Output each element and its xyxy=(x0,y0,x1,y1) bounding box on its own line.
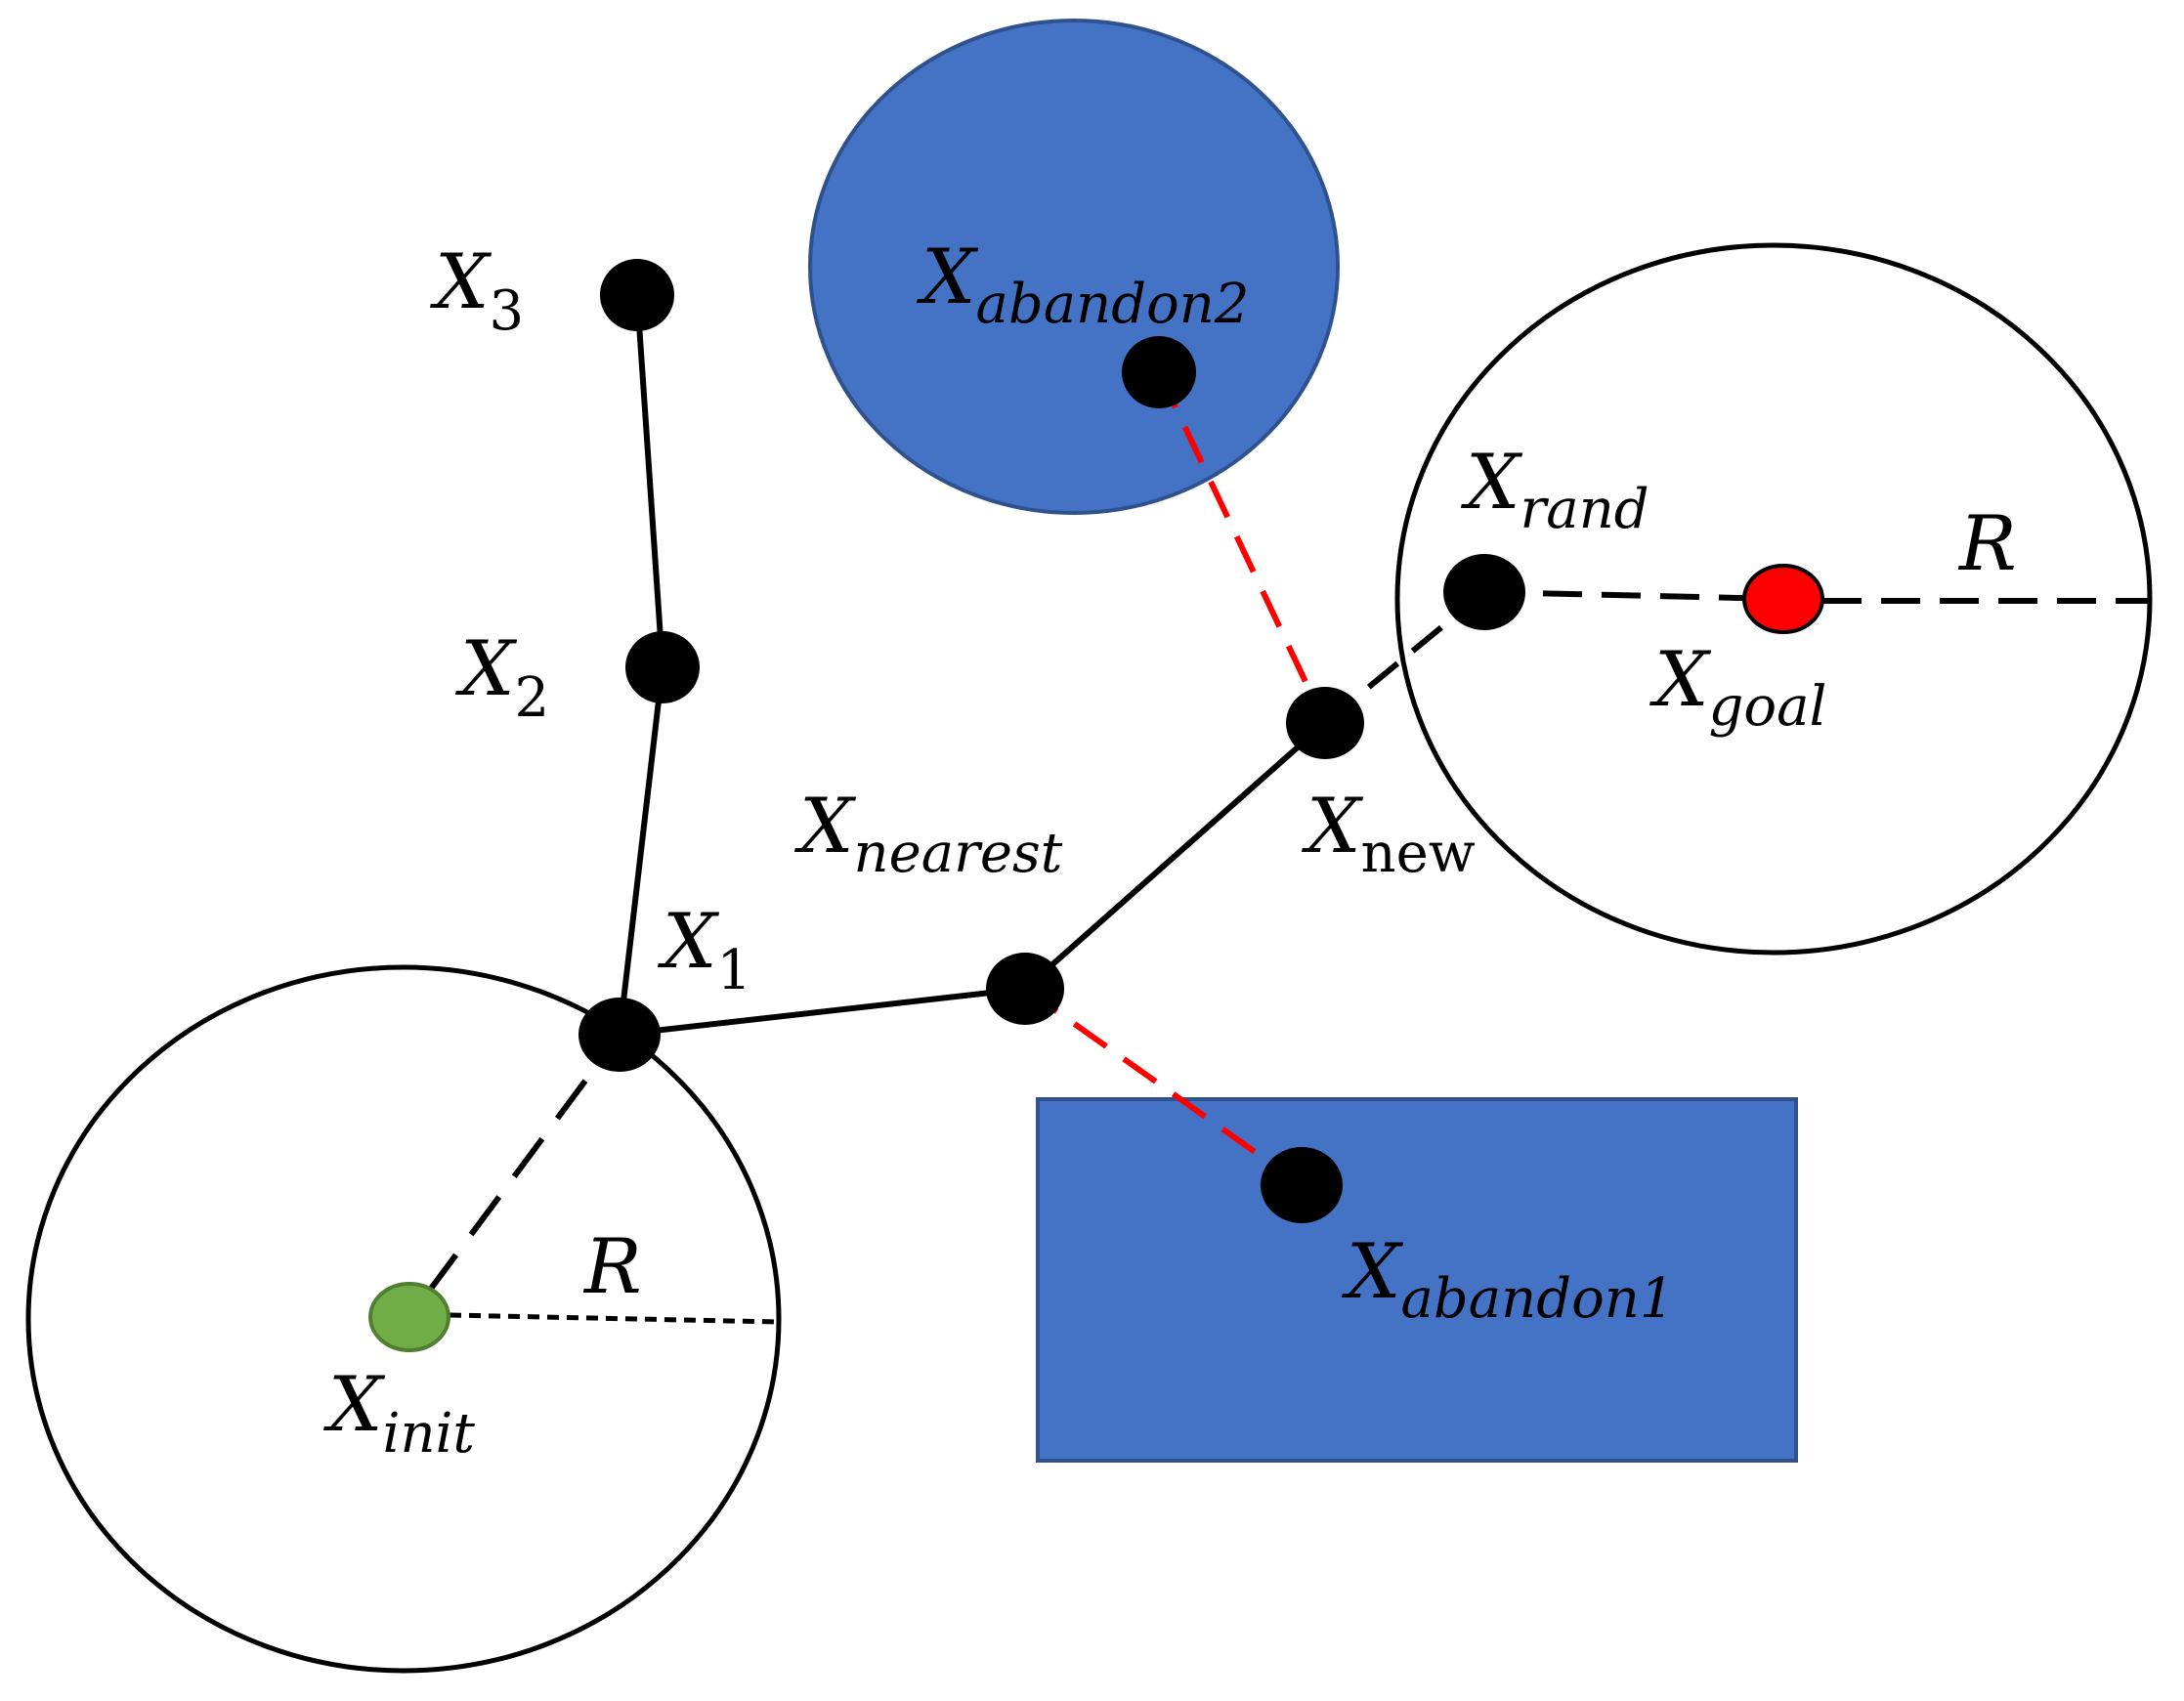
node-new xyxy=(1286,687,1364,759)
edge-nearest-new xyxy=(1023,720,1327,992)
label-x3: X3 xyxy=(429,238,524,343)
node-x3 xyxy=(600,259,674,331)
label-nearest: Xnearest xyxy=(793,783,1063,885)
label-x2: X2 xyxy=(454,625,549,730)
label-radius-goal: R xyxy=(1957,500,2017,588)
init-link-dashed xyxy=(425,1033,622,1295)
abandon2-link xyxy=(1156,370,1328,725)
label-new: Xnew xyxy=(1301,783,1476,885)
label-init: Xinit xyxy=(322,1361,475,1466)
node-x2 xyxy=(625,631,700,703)
node-abandon2 xyxy=(1122,336,1196,408)
init-radius-line xyxy=(449,1312,780,1325)
edge-x3-x2 xyxy=(634,294,665,668)
obstacle-circle xyxy=(808,19,1340,515)
node-nearest xyxy=(986,953,1064,1025)
edge-x2-x1 xyxy=(617,666,665,1036)
label-abandon1: Xabandon1 xyxy=(1341,1228,1674,1331)
label-rand: Xrand xyxy=(1460,439,1649,541)
label-abandon2: Xabandon2 xyxy=(916,234,1249,336)
label-goal: Xgoal xyxy=(1649,636,1826,739)
edge-x1-nearest xyxy=(619,986,1026,1038)
label-radius-init: R xyxy=(582,1223,642,1311)
node-abandon1 xyxy=(1261,1147,1343,1223)
node-init xyxy=(368,1282,450,1352)
node-x1 xyxy=(578,998,661,1072)
obstacle-rectangle xyxy=(1036,1097,1798,1463)
init-radius-circle xyxy=(25,964,782,1674)
node-rand xyxy=(1443,554,1525,630)
rand-goal-dashed xyxy=(1483,589,1784,602)
node-goal xyxy=(1742,564,1824,634)
label-x1: X1 xyxy=(657,898,751,1002)
